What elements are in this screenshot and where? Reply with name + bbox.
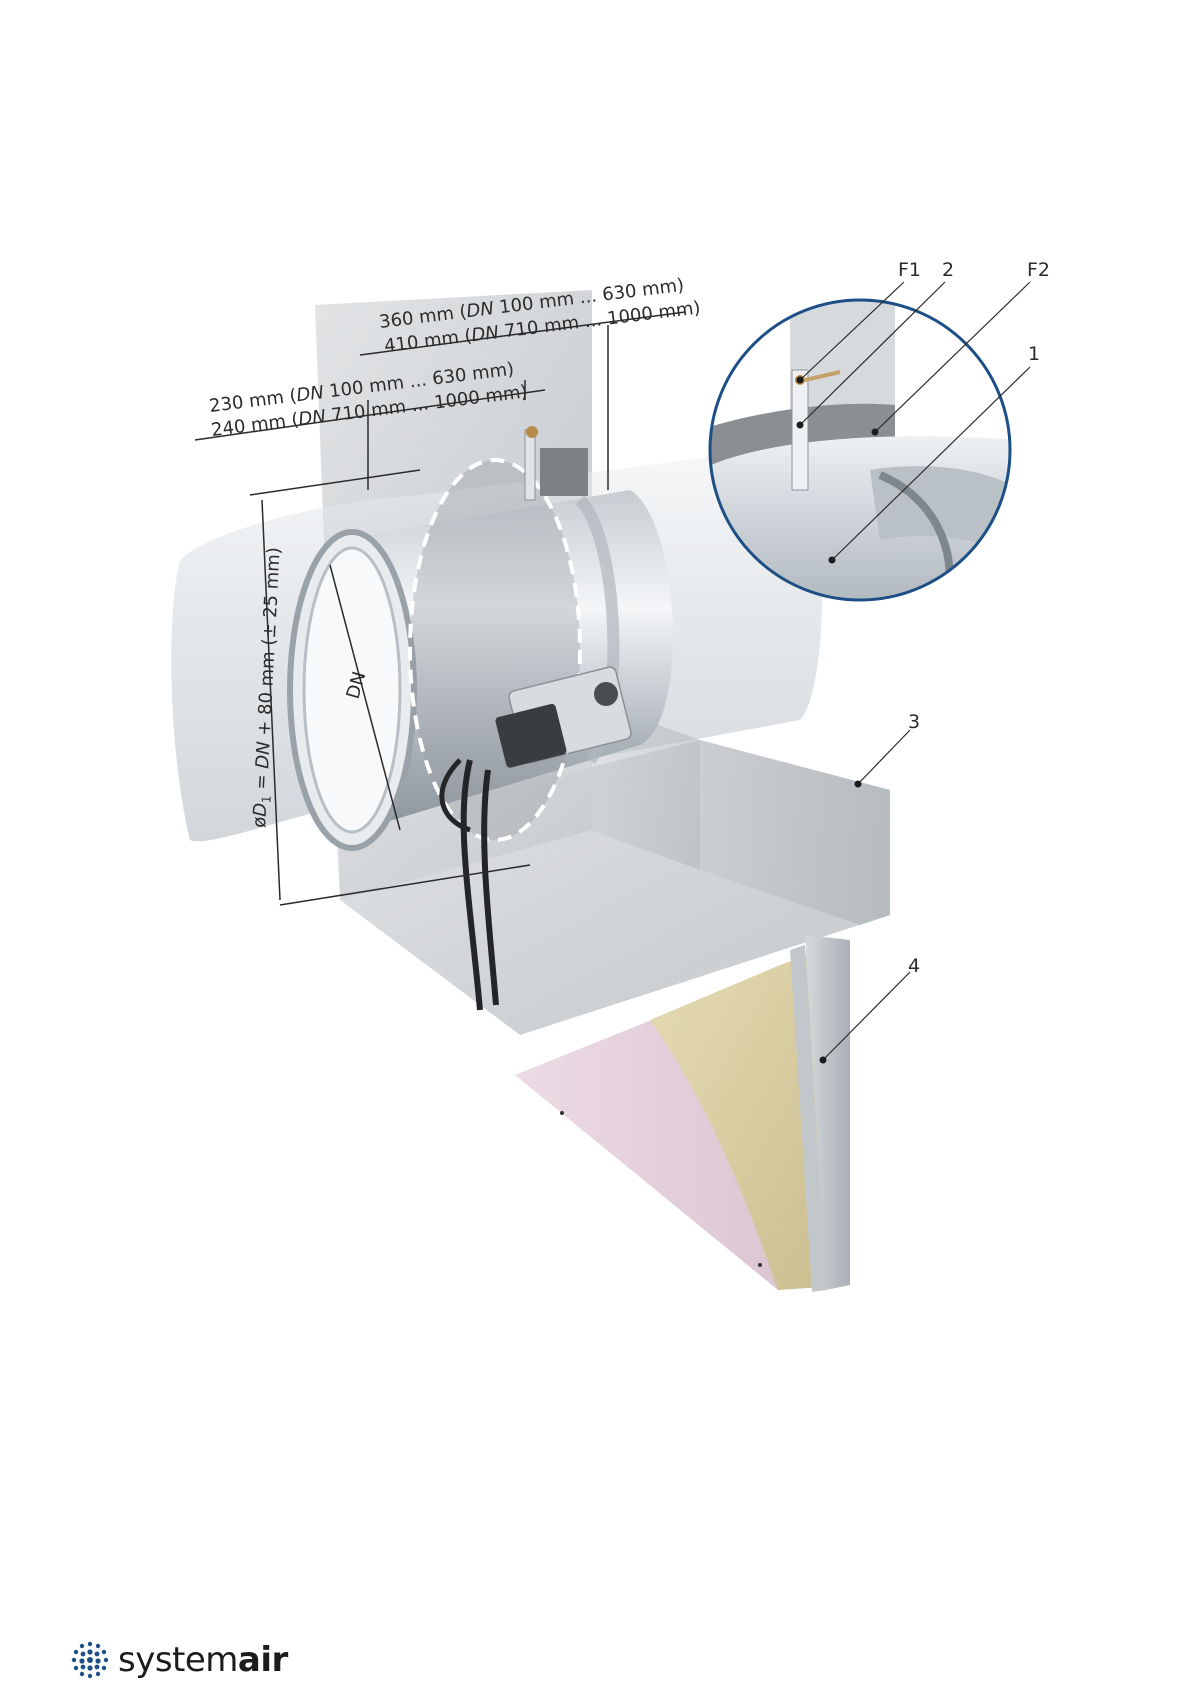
callout-1: 1 [1028,343,1040,365]
callout-f2: F2 [1027,259,1050,281]
callout-4: 4 [908,955,920,977]
dot-globe-icon [70,1640,110,1680]
brand-name: systemair [118,1640,288,1680]
screw-icon [526,426,538,438]
callout-3: 3 [908,711,920,733]
callout-f1: F1 [898,259,921,281]
systemair-logo: systemair [70,1638,288,1682]
callout-2: 2 [942,259,954,281]
